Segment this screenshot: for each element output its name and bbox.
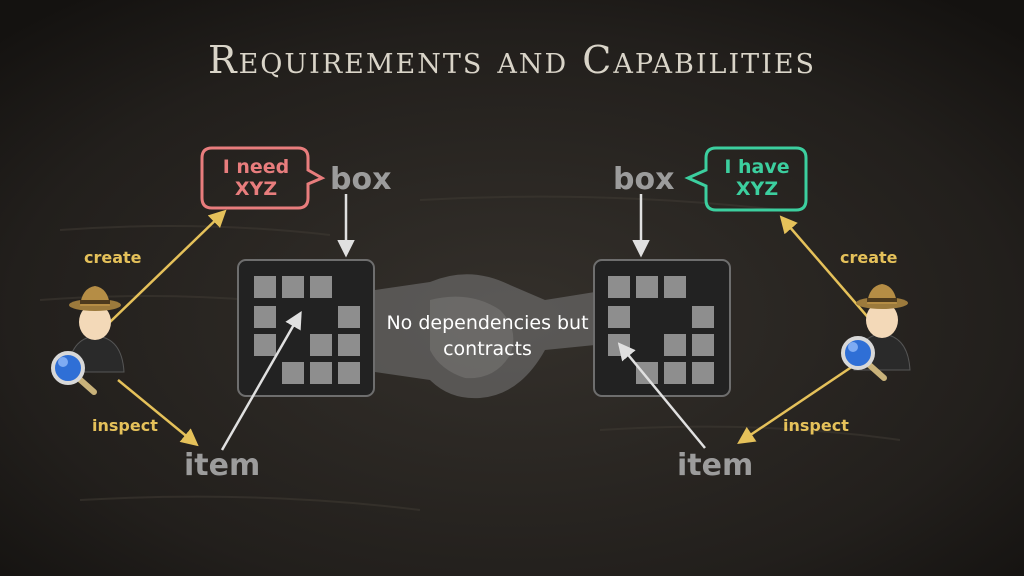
item-label-left: item xyxy=(184,448,260,483)
have-bubble-text: I have XYZ xyxy=(710,156,804,200)
create-arrow-right xyxy=(782,218,872,322)
center-caption: No dependencies but contracts xyxy=(380,310,595,362)
inspect-label-right: inspect xyxy=(783,416,849,435)
create-label-left: create xyxy=(84,248,142,267)
inspector-user-icon-right xyxy=(843,284,910,378)
item-label-right: item xyxy=(677,448,753,483)
create-label-right: create xyxy=(840,248,898,267)
box-label-right: box xyxy=(613,162,674,197)
right-box xyxy=(594,260,730,396)
left-box xyxy=(238,260,374,396)
box-label-left: box xyxy=(330,162,391,197)
need-bubble-text: I need XYZ xyxy=(206,156,306,200)
inspector-user-icon-left xyxy=(53,286,124,392)
inspect-label-left: inspect xyxy=(92,416,158,435)
create-arrow-left xyxy=(110,212,224,322)
